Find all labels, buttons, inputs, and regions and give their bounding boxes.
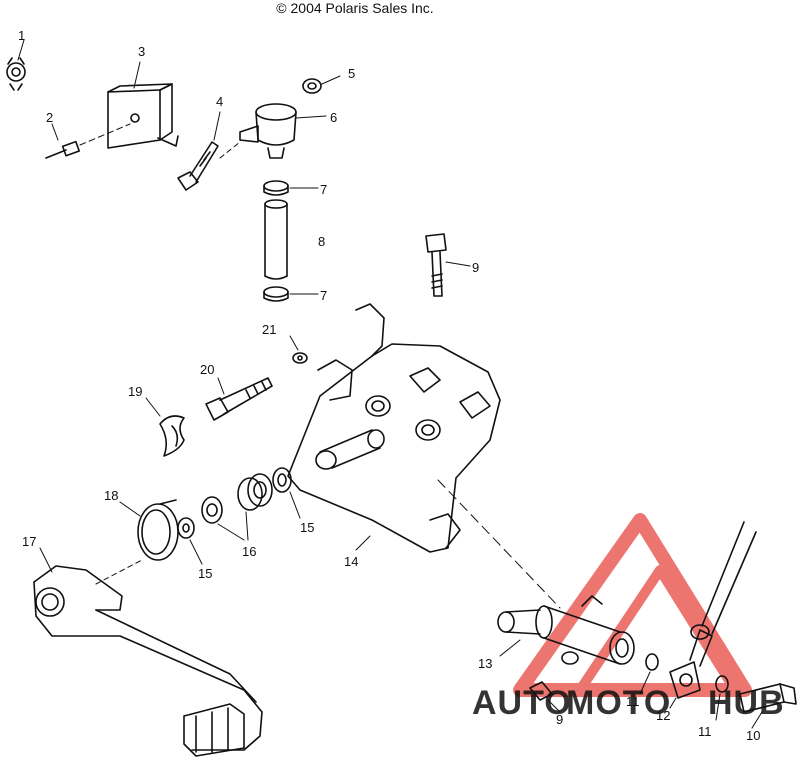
callout-6: 6 (330, 110, 337, 125)
part-9-bolt-upper (425, 233, 447, 297)
callout-13: 13 (478, 656, 492, 671)
part-8-hose (264, 199, 288, 280)
callout-7-upper: 7 (320, 182, 327, 197)
callout-15-left: 15 (198, 566, 212, 581)
part-4-bolt (177, 141, 219, 191)
watermark-hub: HUB (708, 684, 785, 722)
callout-7-lower: 7 (320, 288, 327, 303)
part-5-nut (302, 78, 322, 94)
part-19-clip (159, 415, 185, 457)
callout-18: 18 (104, 488, 118, 503)
callout-8: 8 (318, 234, 325, 249)
part-17-shift-lever (33, 565, 263, 757)
watermark-auto: AUTO (472, 684, 572, 722)
part-11-washer-right (715, 675, 729, 693)
callout-5: 5 (348, 66, 355, 81)
part-18-spring (137, 499, 179, 561)
part-7-clamp-upper (263, 180, 289, 196)
callout-11-right: 11 (698, 724, 712, 739)
callout-11-left: 11 (626, 694, 640, 709)
callout-10: 10 (746, 728, 760, 743)
part-14-bracket (287, 303, 501, 553)
part-15-washer-right (272, 467, 292, 493)
callout-15-right: 15 (300, 520, 314, 535)
part-6-reservoir (239, 103, 297, 159)
part-3-bracket (107, 83, 179, 149)
part-13-shift-shaft (497, 595, 635, 665)
callout-14: 14 (344, 554, 358, 569)
callout-3: 3 (138, 44, 145, 59)
callout-9-lower: 9 (556, 712, 563, 727)
callout-20: 20 (200, 362, 214, 377)
part-20-bolt (205, 377, 273, 421)
callout-1: 1 (18, 28, 25, 43)
part-7-clamp-lower (263, 286, 289, 302)
part-2-pin (45, 140, 81, 159)
watermark-logo (513, 513, 752, 697)
callout-19: 19 (128, 384, 142, 399)
callout-labels: 1 2 3 4 5 6 7 8 7 9 21 20 19 18 17 15 16… (18, 28, 760, 743)
part-9-bolt-lower (529, 681, 553, 701)
part-1-clamp (6, 57, 26, 91)
part-16-bushing-left (201, 496, 223, 524)
watermark-text: AUTO MOTO HUB (472, 684, 785, 722)
callout-12: 12 (656, 708, 670, 723)
part-15-washer-left (177, 517, 195, 539)
callout-9-upper: 9 (472, 260, 479, 275)
part-16-bushing-right (237, 473, 273, 511)
shaft (315, 429, 385, 470)
part-21-washer (292, 352, 308, 364)
watermark-moto: MOTO (566, 684, 671, 722)
part-12-linkage (669, 521, 757, 699)
callout-2: 2 (46, 110, 53, 125)
callout-17: 17 (22, 534, 36, 549)
callout-16: 16 (242, 544, 256, 559)
callout-4: 4 (216, 94, 223, 109)
callout-21: 21 (262, 322, 276, 337)
copyright-notice: © 2004 Polaris Sales Inc. (276, 0, 434, 16)
part-11-washer-left (645, 653, 659, 671)
part-10-bolt (739, 683, 797, 713)
